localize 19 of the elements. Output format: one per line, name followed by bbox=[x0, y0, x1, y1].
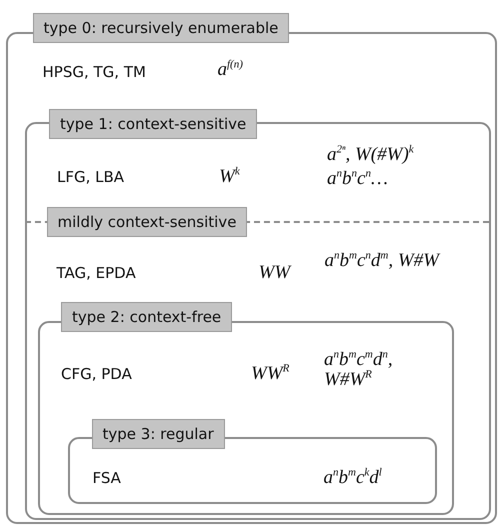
heading-tab: mildly context-sensitive bbox=[46, 206, 248, 236]
heading-tab: type 2: context-free bbox=[61, 302, 232, 332]
formalism-label: FSA bbox=[92, 468, 121, 488]
formula: W$^{k}$ bbox=[219, 167, 240, 187]
formula: WW bbox=[258, 262, 290, 282]
heading-tab: type 1: context-sensitive bbox=[49, 109, 258, 139]
formula: a$^{n}$b$^{m}$c$^{k}$d$^{l}$ bbox=[324, 468, 382, 488]
formalism-label: CFG, PDA bbox=[61, 364, 132, 384]
formula: a$^{n}$b$^{m}$c$^{m}$d$^{n}$, W#W$^{R}$ bbox=[324, 350, 394, 390]
formula: WW$^{R}$ bbox=[251, 364, 290, 384]
formula: a$^{n}$b$^{n}$c$^{n}$… bbox=[327, 169, 389, 189]
heading-tab: type 3: regular bbox=[92, 418, 225, 448]
formalism-label: TAG, EPDA bbox=[56, 262, 136, 282]
heading-tab: type 0: recursively enumerable bbox=[32, 12, 290, 42]
formula: a$^{f(n)}$ bbox=[218, 60, 243, 80]
formalism-label: LFG, LBA bbox=[57, 167, 124, 187]
formula: a$^{n}$b$^{m}$c$^{n}$d$^{m}$, W#W bbox=[324, 250, 442, 270]
formalism-label: HPSG, TG, TM bbox=[42, 62, 146, 82]
formula: a$^{2ⁿ}$, W(#W)$^{k}$ bbox=[327, 145, 415, 165]
